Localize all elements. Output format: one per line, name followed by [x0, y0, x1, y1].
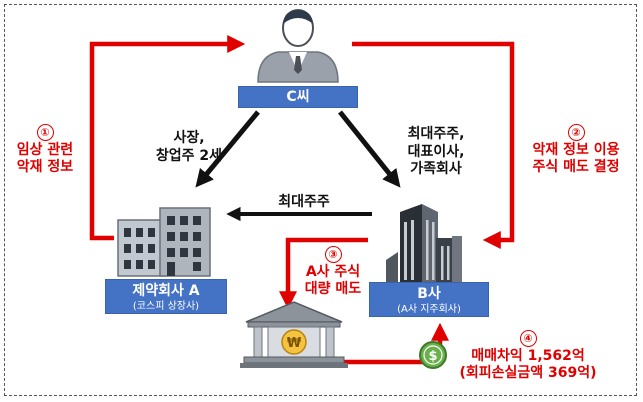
- relation-c-to-b: 최대주주, 대표이사, 가족회사: [407, 126, 465, 177]
- svg-text:₩: ₩: [287, 336, 302, 351]
- svg-text:$: $: [428, 349, 437, 364]
- step-3-number: ③: [324, 246, 342, 263]
- arrow-decision-c-to-b: [352, 41, 515, 249]
- company-a-box: 제약회사 A (코스피 상장사): [105, 279, 227, 314]
- company-b-name: B사: [417, 286, 441, 302]
- step-4-label: ④ 매매차익 1,562억 (회피손실금액 369억): [459, 330, 597, 381]
- relation-c-to-a: 사장, 창업주 2세: [155, 130, 223, 164]
- person-icon: [257, 9, 339, 83]
- bank-icon: ₩: [240, 301, 348, 368]
- step-4-number: ④: [519, 330, 537, 347]
- step-2-label: ② 악재 정보 이용 주식 매도 결정: [532, 124, 620, 175]
- company-b-sub: (A사 지주회사): [397, 304, 461, 315]
- company-a-name: 제약회사 A: [132, 283, 200, 299]
- arrow-info-a-to-c: [89, 35, 246, 241]
- arrow-c-to-a: [195, 110, 260, 188]
- step-1-number: ①: [36, 124, 54, 141]
- company-a-sub: (코스피 상장사): [132, 301, 200, 312]
- coin-icon: $: [419, 341, 447, 369]
- building-a-icon: [117, 207, 211, 277]
- relation-b-to-a: 최대주주: [278, 194, 330, 210]
- arrow-sell-b-to-bank: [279, 237, 368, 310]
- step-1-label: ① 임상 관련 악재 정보: [16, 124, 74, 175]
- person-label-box: C씨: [238, 86, 358, 108]
- dashed-frame: [4, 4, 637, 396]
- person-name: C씨: [286, 89, 310, 105]
- company-b-box: B사 (A사 지주회사): [369, 282, 489, 317]
- arrow-c-to-b: [338, 110, 401, 188]
- step-3-label: ③ A사 주식 대량 매도: [304, 246, 362, 297]
- building-b-icon: [386, 204, 462, 284]
- step-2-number: ②: [567, 124, 585, 141]
